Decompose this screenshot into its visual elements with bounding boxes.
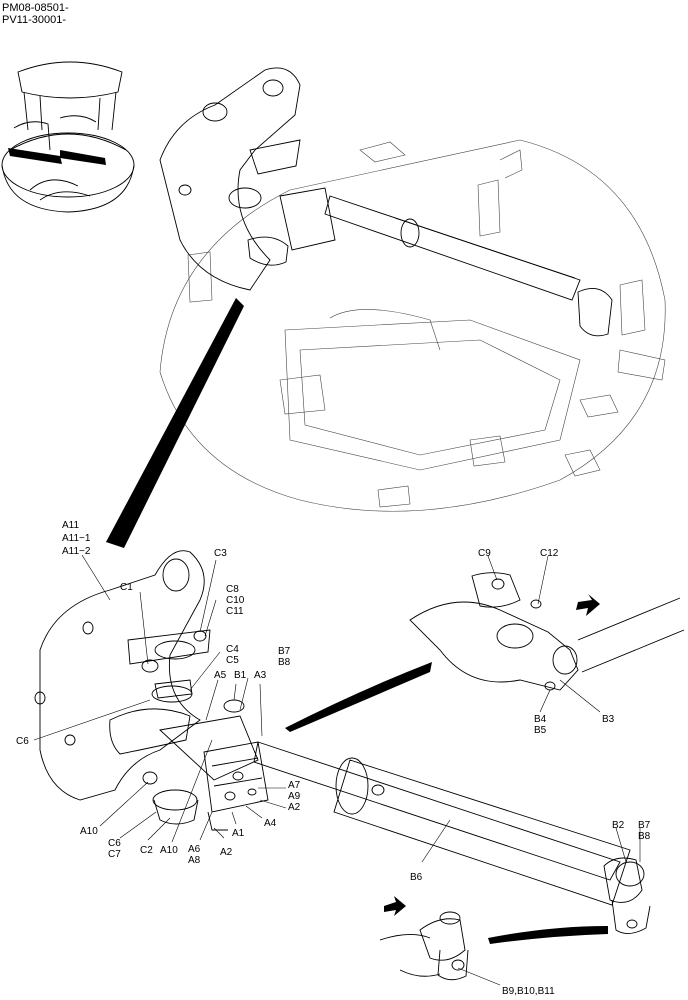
callout-c4: C4: [226, 644, 239, 655]
callout-b1: B1: [234, 670, 247, 681]
callout-b3: B3: [602, 714, 615, 725]
inset-pointer-upper: [285, 662, 432, 732]
part-number-range-2: PV11-30001-: [2, 14, 67, 26]
callout-c11: C11: [226, 606, 244, 617]
callout-a11-2: A11−2: [62, 546, 91, 557]
callout-c1: C1: [120, 582, 133, 593]
callout-c5: C5: [226, 655, 239, 666]
callout-a5: A5: [214, 670, 227, 681]
callout-b6: B6: [410, 872, 423, 883]
callout-c7: C7: [108, 849, 121, 860]
callout-b2: B2: [612, 820, 625, 831]
callout-c2: C2: [140, 845, 153, 856]
swing-cylinder: [253, 741, 651, 934]
callout-b7-top: B7: [278, 646, 291, 657]
callout-c12: C12: [540, 548, 559, 559]
callout-a11-1: A11−1: [62, 533, 91, 544]
callout-a2-bottom: A2: [220, 847, 233, 858]
rod-end-inset: [379, 896, 469, 981]
callout-b8-top: B8: [278, 657, 291, 668]
callout-a3: A3: [254, 670, 267, 681]
callout-a10-bottom: A10: [160, 845, 178, 856]
callout-b9-b10-b11: B9,B10,B11: [502, 986, 555, 997]
callout-labels: A11 A11−1 A11−2 C3 C1 C8 C10 C11 C4 C5 B…: [16, 520, 651, 997]
callout-b7-right: B7: [638, 820, 651, 831]
callout-c6-bottom: C6: [108, 838, 121, 849]
callout-a8: A8: [188, 855, 201, 866]
leader-lines: [33, 554, 641, 986]
callout-c3: C3: [214, 548, 227, 559]
callout-b8-right: B8: [638, 831, 651, 842]
callout-a11: A11: [62, 520, 79, 531]
callout-c6-left: C6: [16, 736, 29, 747]
machine-thumbnail: [1, 61, 135, 213]
callout-c9: C9: [478, 548, 491, 559]
swing-bracket-detail: [34, 550, 269, 831]
callout-a4: A4: [264, 818, 277, 829]
callout-c8: C8: [226, 584, 239, 595]
cylinder-head-inset: [409, 572, 685, 691]
callout-a1: A1: [232, 828, 245, 839]
part-number-range-1: PM08-08501-: [2, 2, 69, 14]
callout-b5: B5: [534, 725, 547, 736]
detail-pointer: [106, 298, 244, 548]
upper-frame-overview: [159, 67, 666, 512]
callout-c10: C10: [226, 595, 245, 606]
callout-b4: B4: [534, 714, 547, 725]
callout-a9: A9: [288, 791, 301, 802]
callout-a2-right: A2: [288, 802, 301, 813]
inset-pointer-lower: [488, 926, 608, 944]
callout-a6: A6: [188, 844, 201, 855]
callout-a7: A7: [288, 780, 301, 791]
callout-a10-left: A10: [80, 826, 98, 837]
